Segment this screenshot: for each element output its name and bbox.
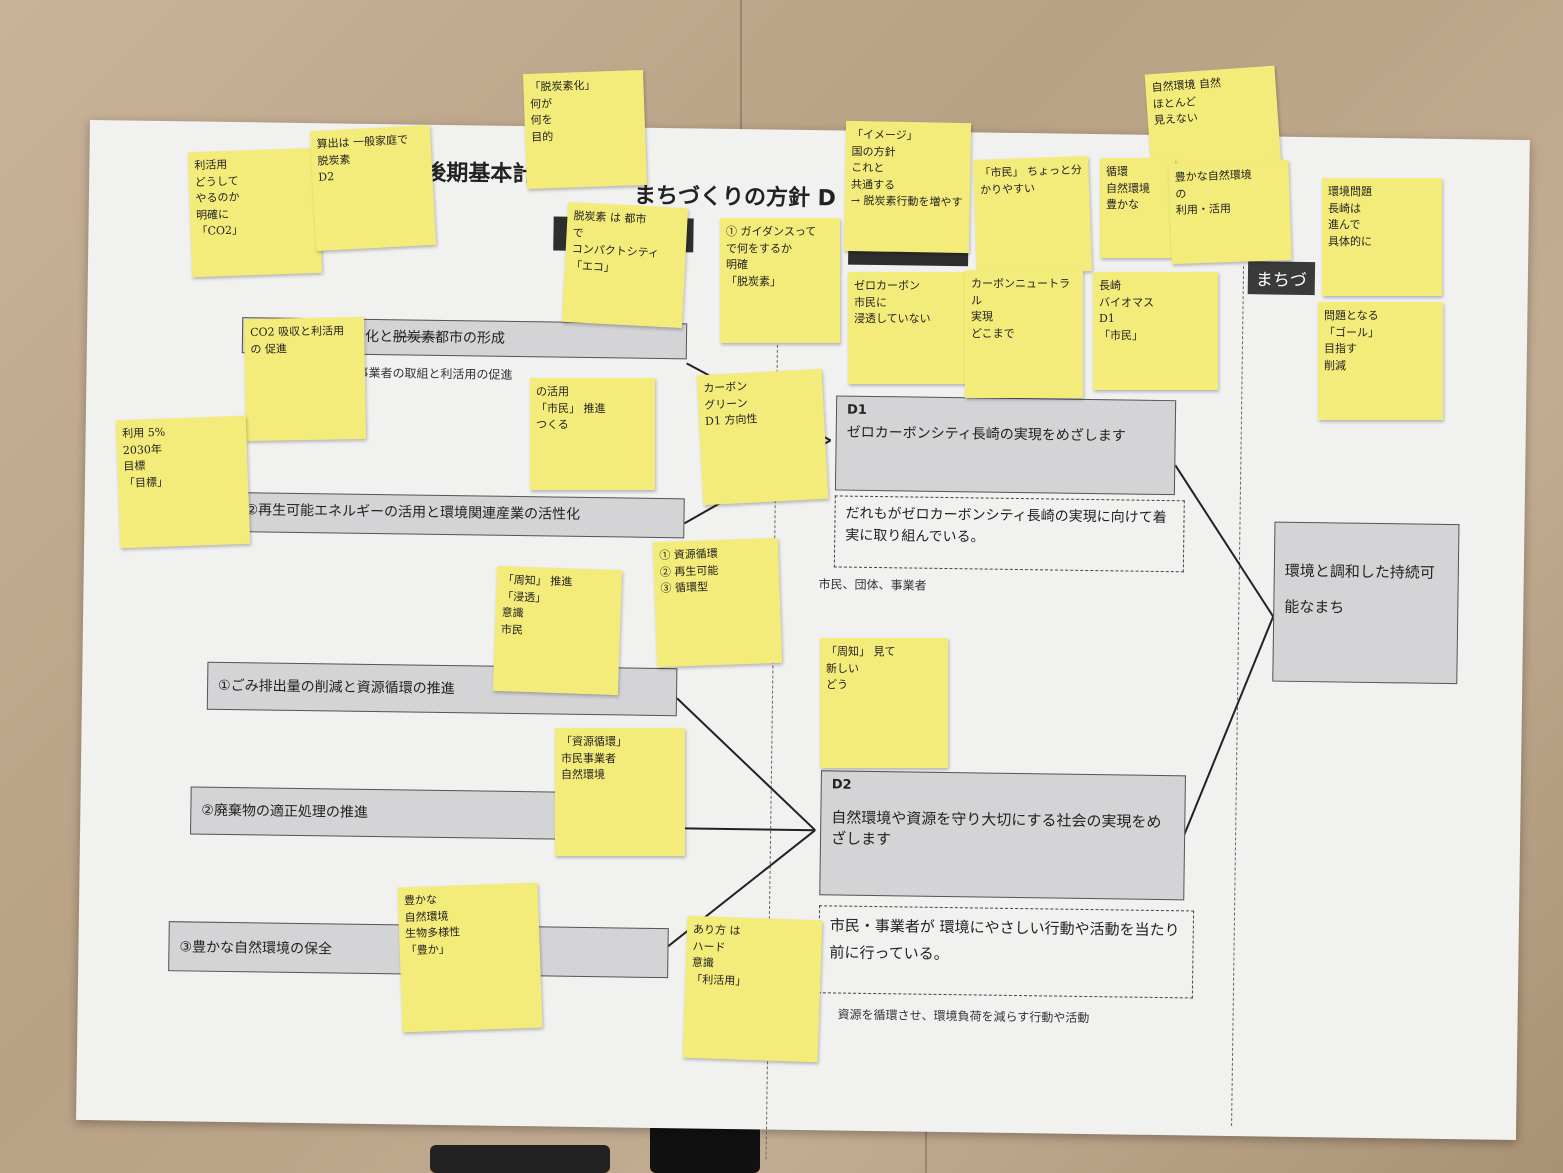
sticky-note: ゼロカーボン 市民に 浸透していない <box>848 272 966 384</box>
goal-d2-state: 市民・事業者が 環境にやさしい行動や活動を当たり前に行っている。 <box>817 905 1195 999</box>
sticky-note: 長崎 バイオマス D1 「市民」 <box>1093 272 1218 390</box>
sticky-note: カーボン グリーン D1 方向性 <box>696 368 829 506</box>
sticky-note: 循環 自然環境 豊かな <box>1100 158 1175 258</box>
sticky-note: 「周知」 推進 「浸透」 意識 市民 <box>492 565 623 696</box>
goal-d1-id: D1 <box>846 402 867 418</box>
handwritten-note: 事業者の取組と利活用の促進 <box>356 365 513 382</box>
sticky-note: 脱炭素 は 都市 で コンパクトシティ 「エコ」 <box>561 201 689 329</box>
sticky-note: 豊かな 自然環境 生物多様性 「豊か」 <box>397 882 543 1033</box>
goal-d2: D2 自然環境や資源を守り大切にする社会の実現をめざします <box>819 770 1186 901</box>
sticky-note: 「脱炭素化」 何が 何を 目的 <box>523 69 647 190</box>
table-seam <box>925 1120 927 1173</box>
sticky-note: 環境問題 長崎は 進んで 具体的に <box>1322 178 1442 296</box>
sticky-note: あり方 は ハード 意識 「利活用」 <box>682 915 823 1063</box>
strategy-a2: ②再生可能エネルギーの活用と環境関連産業の活性化 <box>234 492 685 539</box>
sticky-note: 利活用 どうして やるのか 明確に 「CO2」 <box>187 147 323 278</box>
sticky-note: 「資源循環」 市民事業者 自然環境 <box>555 728 685 856</box>
sticky-note: 利用 5% 2030年 目標 「目標」 <box>115 415 251 549</box>
handwritten-note: 資源を循環させ、環境負荷を減らす行動や活動 <box>837 1007 1090 1026</box>
sticky-note: 「周知」 見て 新しい どう <box>820 638 948 768</box>
goal-d2-text: 自然環境や資源を守り大切にする社会の実現をめざします <box>830 808 1162 849</box>
worksheet-paper: 後期基本計 まちづくりの方針 D まちづ 事業活動の脱炭素化と脱炭素都市の形成 … <box>76 120 1530 1160</box>
sticky-note: 「市民」 ちょっと分かりやすい <box>973 156 1092 275</box>
sticky-note: 豊かな自然環境 の 利用・活用 <box>1168 159 1292 265</box>
sticky-note: CO2 吸収と利活用 の 促進 <box>243 316 367 442</box>
phone-object <box>430 1145 610 1173</box>
goal-d1-text: ゼロカーボンシティ長崎の実現をめざします <box>846 424 1126 445</box>
goal-d1: D1 ゼロカーボンシティ長崎の実現をめざします <box>834 395 1177 496</box>
sticky-note: ① 資源循環 ② 再生可能 ③ 循環型 <box>652 537 783 668</box>
sticky-note: 問題となる 「ゴール」 目指す 削減 <box>1318 302 1443 420</box>
sticky-note: の活用 「市民」 推進 つくる <box>530 378 655 490</box>
strategy-a1-suffix: 都市の形成 <box>434 329 506 347</box>
sticky-note: 「イメージ」 国の方針 これと 共通する → 脱炭素行動を増やす <box>843 120 972 254</box>
sticky-note: 算出は 一般家庭で 脱炭素 D2 <box>309 124 437 252</box>
sticky-note: カーボンニュートラル 実現 どこまで <box>965 270 1083 398</box>
connector-lines <box>640 362 1275 959</box>
sticky-note: ① ガイダンスって で何をするか 明確 「脱炭素」 <box>720 218 840 343</box>
goal-d1-state: だれもがゼロカーボンシティ長崎の実現に向けて着実に取り組んでいる。 <box>833 495 1185 573</box>
handwritten-note: 市民、団体、事業者 <box>818 577 927 593</box>
table-seam <box>740 0 742 130</box>
vision-box: 環境と調和した持続可能なまち <box>1272 521 1460 685</box>
goal-d2-id: D2 <box>831 777 852 793</box>
